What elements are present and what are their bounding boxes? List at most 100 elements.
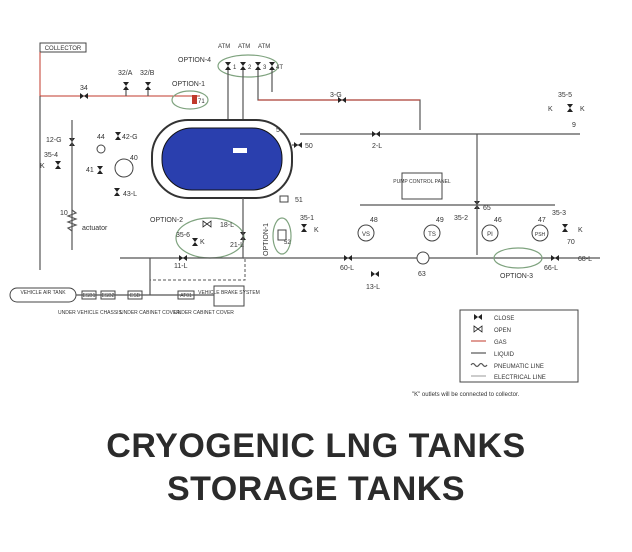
- title-line-1: CRYOGENIC LNG TANKS: [106, 427, 526, 465]
- valve-2l-icon: [372, 131, 380, 137]
- vehicle-air-tank-label: VEHICLE AIR TANK: [20, 290, 66, 296]
- valve-32-stems: [125, 90, 149, 96]
- vs-label: VS: [362, 232, 370, 238]
- under-vehicle-chassis-label: UNDER VEHICLE CHASSIS: [58, 310, 123, 316]
- valve-32a-icon: [123, 82, 129, 90]
- pump-control-panel-box: [401, 172, 443, 200]
- label-35-2: 35-2: [454, 215, 468, 222]
- label-12g: 12-G: [46, 137, 62, 144]
- valve-43l-icon: [114, 188, 120, 196]
- collector-box: [39, 42, 87, 53]
- valve-4t-icon: [269, 62, 275, 70]
- valve-32b-icon: [145, 82, 151, 90]
- label-2l: 2-L: [372, 143, 382, 150]
- valve-41-icon: [97, 166, 103, 174]
- instrument-vs-icon: [357, 224, 375, 242]
- label-50: 50: [305, 143, 313, 150]
- option1-vertical-label: OPTION-1: [263, 223, 270, 256]
- legend-open-label: OPEN: [494, 328, 511, 334]
- page-title: CRYOGENIC LNG TANKS STORAGE TANKS: [0, 425, 632, 511]
- vehicle-brake-system-box: [213, 285, 245, 307]
- label-71: 71: [198, 99, 205, 105]
- label-47: 47: [538, 217, 546, 224]
- option3-outline: [493, 247, 543, 269]
- legend-pneumatic-label: PNEUMATIC LINE: [494, 364, 544, 370]
- valve-60l-icon: [344, 255, 352, 261]
- label-4t: 4T: [276, 65, 283, 71]
- valve-35-6-icon: [192, 238, 198, 246]
- label-2: 2: [248, 65, 252, 71]
- legend-liquid-label: LIQUID: [494, 352, 515, 358]
- valve-66l-icon: [551, 255, 559, 261]
- under-cabinet-cover-1-label: UNDER CABINET COVER: [120, 310, 180, 316]
- label-63: 63: [418, 271, 426, 278]
- instrument-pi-icon: [481, 224, 499, 242]
- label-13l: 13-L: [366, 284, 380, 291]
- option4-label: OPTION-4: [178, 57, 211, 64]
- label-5: 5: [276, 127, 280, 134]
- label-k-6: K: [578, 227, 583, 234]
- label-60l: 60-L: [340, 265, 354, 272]
- gauge-44-icon: [96, 144, 106, 154]
- lng-tank-schematic: COLLECTOR 34 32/A 32/B OPTION-1 71 OPTIO…: [9, 42, 600, 398]
- legend-box: [459, 309, 579, 383]
- label-21l: 21-L: [230, 242, 244, 249]
- gauge-71-icon: [192, 95, 197, 104]
- label-35-5: 35-5: [558, 92, 572, 99]
- label-70: 70: [567, 239, 575, 246]
- instrument-ts-icon: [423, 224, 441, 242]
- label-35-4: 35-4: [44, 152, 58, 159]
- option1-outline: [171, 90, 209, 110]
- label-18l: 18-L: [220, 222, 234, 229]
- label-k-1: K: [40, 163, 45, 170]
- esb2-label: ESB2: [102, 293, 115, 299]
- label-51: 51: [295, 197, 303, 204]
- valve-11l-icon: [179, 255, 187, 261]
- option1-label: OPTION-1: [172, 81, 205, 88]
- label-k-4: K: [548, 106, 553, 113]
- option4-lines: [227, 70, 421, 130]
- option4-outline: [217, 54, 279, 78]
- k-outlets-note: "K" outlets will be connected to collect…: [412, 392, 520, 398]
- ts-label: TS: [428, 232, 436, 238]
- collector-label: COLLECTOR: [45, 46, 82, 52]
- label-k-5: K: [580, 106, 585, 113]
- label-35-1: 35-1: [300, 215, 314, 222]
- lng-tank-inner: [161, 127, 283, 191]
- label-34: 34: [80, 85, 88, 92]
- esb1-label: ESB1: [83, 293, 96, 299]
- valve-35-1-icon: [301, 224, 307, 232]
- psh-label: PSH: [535, 232, 546, 238]
- under-cabinet-cover-2-label: UNDER CABINET COVER: [174, 310, 234, 316]
- label-68l: 68-L: [578, 256, 592, 263]
- valve-35-3-icon: [562, 224, 568, 232]
- label-35-3: 35-3: [552, 210, 566, 217]
- label-66l: 66-L: [544, 265, 558, 272]
- pump-63-icon: [416, 251, 430, 265]
- sensor-51-icon: [279, 195, 289, 203]
- legend-gas-label: GAS: [494, 340, 507, 346]
- label-k-3: K: [314, 227, 319, 234]
- label-32a: 32/A: [118, 70, 133, 77]
- label-3: 3: [263, 65, 267, 71]
- esb-label: ESB: [130, 293, 141, 299]
- valve-50-icon: [294, 142, 302, 148]
- vehicle-brake-system-label: VEHICLE BRAKE SYSTEM: [198, 290, 260, 296]
- label-3g: 3-G: [330, 92, 342, 99]
- valve-34-icon: [80, 93, 88, 99]
- valve-3-icon: [255, 62, 261, 70]
- gauge-40-icon: [114, 158, 134, 178]
- legend-electrical-label: ELECTRICAL LINE: [494, 375, 546, 381]
- legend-pneumatic-icon: [470, 362, 488, 368]
- at01-label: AT01: [180, 293, 192, 299]
- gauge-52-icon: [277, 229, 287, 241]
- atm-2-label: ATM: [238, 44, 250, 50]
- option1b-outline: [272, 217, 292, 255]
- valve-1-icon: [225, 62, 231, 70]
- valve-35-4-icon: [55, 161, 61, 169]
- valve-2-icon: [240, 62, 246, 70]
- pi-label: PI: [487, 232, 493, 238]
- pump-control-panel-label: PUMP CONTROL PANEL: [393, 179, 451, 185]
- pneumatic-lines: [76, 258, 214, 296]
- tank-tag-icon: [233, 148, 247, 153]
